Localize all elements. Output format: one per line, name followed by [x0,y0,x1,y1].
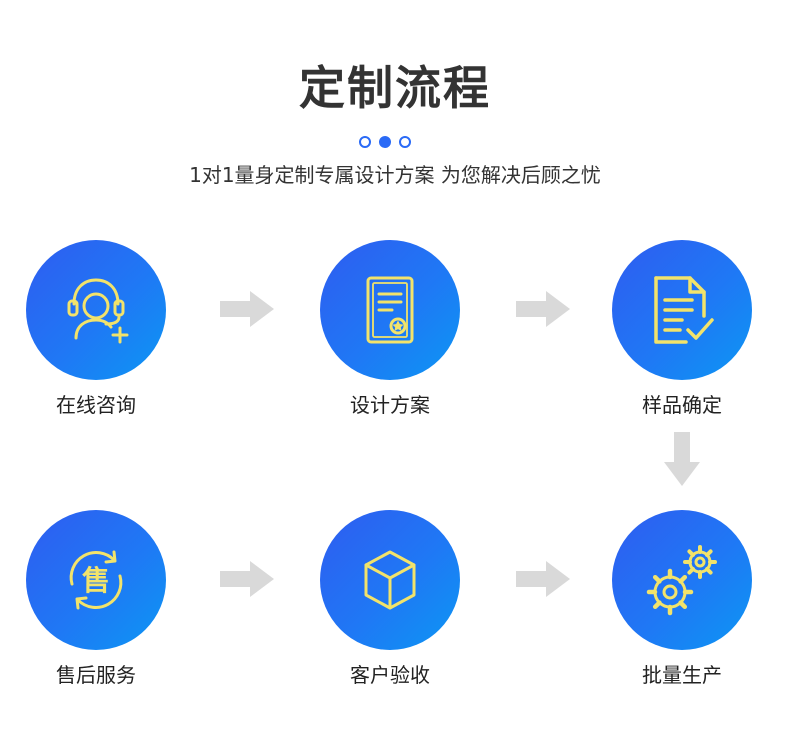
arrow-right-icon [220,291,274,327]
step-label: 在线咨询 [56,393,136,417]
page-title: 定制流程 [299,61,491,115]
document-check-icon [654,276,714,344]
dot-1 [359,136,371,148]
step-circle [612,510,752,650]
dot-2-active [379,136,391,148]
step-label: 样品确定 [642,393,722,417]
step-design-plan: 设计方案 [300,240,480,418]
step-label: 批量生产 [642,663,722,687]
dot-3 [399,136,411,148]
arrow-right-icon [516,291,570,327]
step-circle [26,240,166,380]
pager-dots [359,136,419,148]
gears-icon [646,545,717,616]
cube-box-icon [364,550,416,610]
step-circle [320,240,460,380]
after-sales-cycle-icon: 售 [69,550,123,610]
step-customer-acceptance: 客户验收 [300,510,480,688]
step-circle: 售 [26,510,166,650]
step-after-sales: 售 售后服务 [6,510,186,688]
page-subtitle: 1对1量身定制专属设计方案 为您解决后顾之忧 [189,163,601,187]
step-circle [320,510,460,650]
arrow-right-icon [220,561,274,597]
arrow-down-icon [664,432,700,486]
step-circle [612,240,752,380]
certificate-document-icon [366,276,414,344]
step-label: 售后服务 [56,663,136,687]
step-label: 设计方案 [350,393,430,417]
arrow-right-icon [516,561,570,597]
icon-glyph: 售 [82,564,110,597]
step-label: 客户验收 [350,663,430,687]
step-online-consult: 在线咨询 [6,240,186,418]
headset-user-icon [67,278,129,344]
step-sample-confirm: 样品确定 [592,240,772,418]
step-mass-production: 批量生产 [592,510,772,688]
